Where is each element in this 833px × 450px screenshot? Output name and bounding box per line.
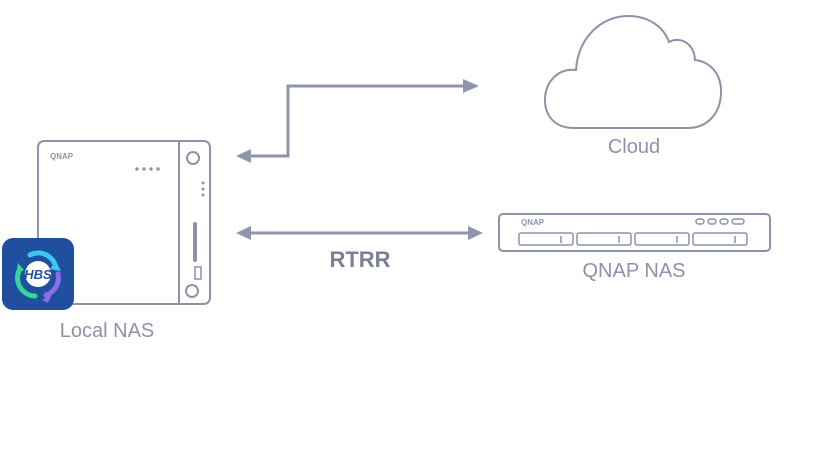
qnap-nas-device: QNAP: [498, 213, 771, 252]
arrow-local-to-cloud: [248, 84, 466, 158]
local-nas-slot: [193, 222, 197, 262]
local-nas-indicator-dots: [135, 167, 205, 197]
local-nas-device: QNAP: [37, 140, 211, 305]
local-nas-label: Local NAS: [59, 320, 155, 342]
local-nas-brand: QNAP: [50, 152, 74, 161]
qnap-nas-brand: QNAP: [521, 218, 545, 227]
qnap-nas-label: QNAP NAS: [582, 260, 686, 282]
hbs-app-icon: HBS: [2, 238, 74, 310]
local-nas-copy-button: [185, 284, 199, 298]
arrowhead-right-cloud: [463, 79, 479, 93]
local-nas-usb-port: [194, 266, 202, 280]
arrowhead-left-qnap: [236, 226, 251, 240]
rtrr-label: RTRR: [329, 247, 391, 272]
qnap-nas-indicator-lights: [695, 218, 745, 225]
hbs-badge-text: HBS: [24, 267, 52, 282]
cloud-icon: [543, 14, 723, 129]
arrowhead-left-cloud: [236, 149, 251, 163]
local-nas-power-button: [186, 151, 200, 165]
cloud-label: Cloud: [607, 136, 661, 158]
qnap-nas-drive-bays: [518, 232, 748, 246]
arrowhead-right-qnap: [468, 226, 483, 240]
